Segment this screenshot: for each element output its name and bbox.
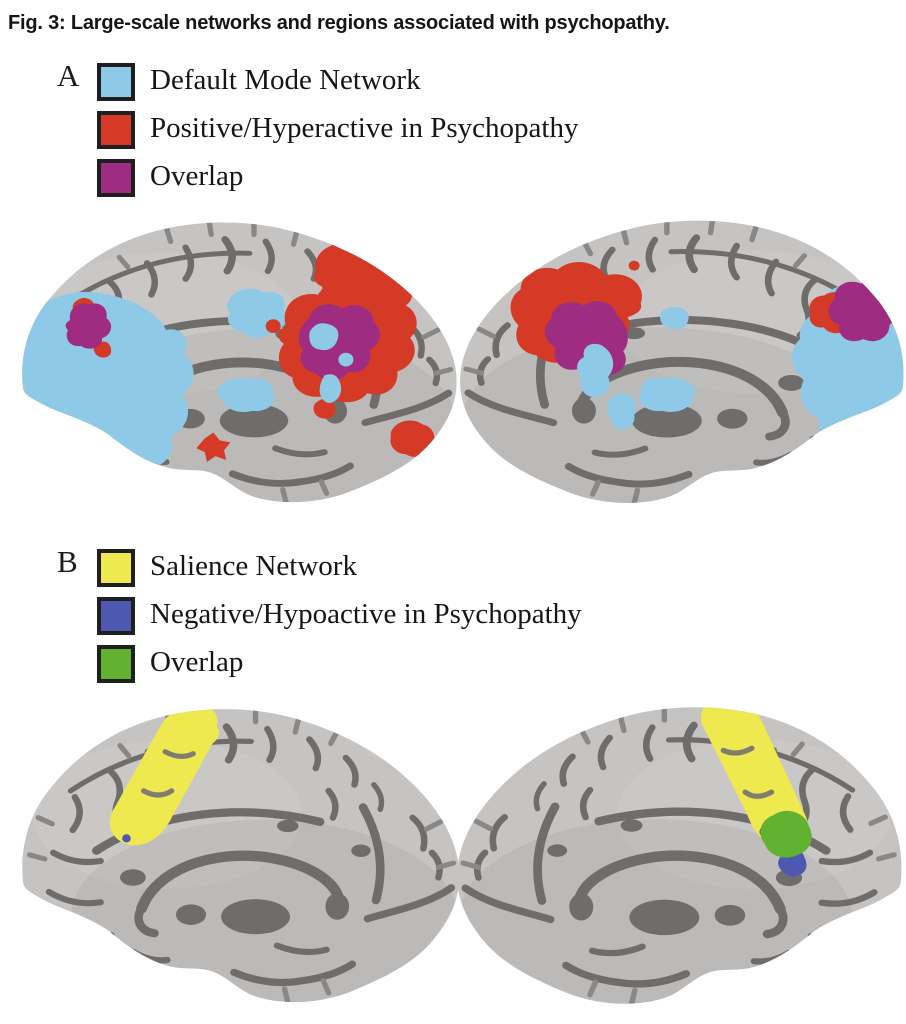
overlap-a-label: Overlap (150, 160, 244, 192)
hyperactive-swatch (97, 111, 135, 149)
salience-label: Salience Network (150, 550, 357, 582)
panel-a-legend: Default Mode Network Positive/Hyperactiv… (96, 62, 579, 198)
sulci-over-band (720, 745, 775, 799)
hyperactive-label: Positive/Hyperactive in Psychopathy (150, 112, 579, 144)
overlap-regions (65, 303, 380, 381)
legend-item-overlap-a: Overlap (96, 158, 579, 198)
salience-regions (109, 709, 220, 846)
dmn-label: Default Mode Network (150, 64, 421, 96)
legend-item-overlap-b: Overlap (96, 644, 582, 684)
dmn-swatch (97, 63, 135, 101)
salience-regions (700, 707, 808, 849)
legend-item-hypoactive: Negative/Hypoactive in Psychopathy (96, 596, 582, 636)
brain-b-right (426, 694, 906, 1024)
hypoactive-regions (122, 834, 131, 843)
overlap-b-swatch (97, 645, 135, 683)
legend-item-salience: Salience Network (96, 548, 582, 588)
hypoactive-swatch (97, 597, 135, 635)
hypoactive-label: Negative/Hypoactive in Psychopathy (150, 598, 582, 630)
salience-swatch (97, 549, 135, 587)
overlap-a-swatch (97, 159, 135, 197)
dmn-regions-foreground (577, 343, 614, 398)
panel-b-label: B (57, 544, 78, 579)
overlap-regions (760, 810, 812, 858)
figure-caption: Fig. 3: Large-scale networks and regions… (8, 12, 670, 34)
brain-b-left-overlays (109, 709, 220, 846)
brain-b-left (6, 696, 490, 1024)
sulci-over-band (140, 749, 196, 798)
dmn-regions-foreground (309, 323, 354, 403)
brain-a-left (6, 210, 487, 525)
panel-b-legend: Salience Network Negative/Hypoactive in … (96, 548, 582, 684)
legend-item-hyperactive: Positive/Hyperactive in Psychopathy (96, 110, 579, 150)
legend-item-dmn: Default Mode Network (96, 62, 579, 102)
overlap-b-label: Overlap (150, 646, 244, 678)
panel-a-label: A (57, 58, 80, 93)
brain-a-right (429, 208, 906, 526)
brain-b-right-overlays (700, 707, 812, 877)
